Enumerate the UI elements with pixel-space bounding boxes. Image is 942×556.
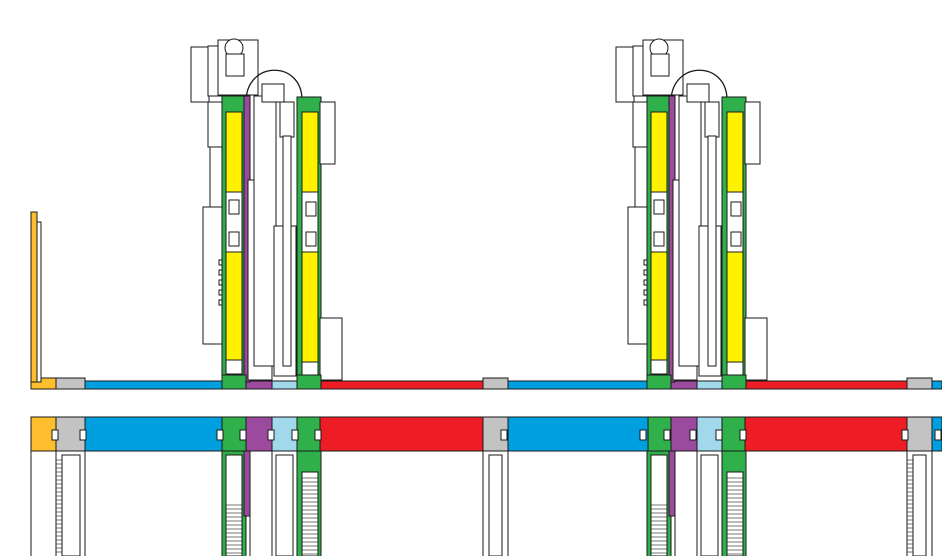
mast-window-detail [730, 231, 742, 247]
frame-rail [707, 135, 717, 367]
side-bracket [634, 146, 648, 208]
upper-band-segment-light_blue [271, 380, 298, 390]
lower-column [30, 450, 57, 556]
mast-window-detail [653, 199, 665, 215]
lower-white-inner [275, 454, 294, 556]
mast-base-window [726, 361, 744, 377]
lower-band-segment-blue [84, 416, 223, 452]
lower-column-inner [488, 454, 503, 556]
band-notch [239, 429, 247, 441]
band-notch [291, 429, 299, 441]
lower-structure [30, 450, 933, 556]
cable-arc [245, 69, 303, 103]
lower-white-column [674, 450, 698, 556]
frame-block [704, 101, 720, 138]
orange-post [30, 211, 38, 383]
mast-base-window [225, 359, 243, 375]
band-notch [314, 429, 322, 441]
band-notch [79, 429, 87, 441]
orange-pillar-cap [30, 377, 57, 390]
side-bracket [209, 146, 223, 208]
lower-white-inner [700, 454, 719, 556]
mast-window-detail [228, 199, 240, 215]
mast-base-window [650, 359, 668, 375]
inner-column [253, 95, 277, 367]
upper-band-segment-blue [507, 380, 649, 390]
upper-band-segment-light_blue [696, 380, 723, 390]
right-assembly [615, 38, 768, 556]
side-bracket [207, 101, 223, 148]
band-notch [500, 429, 508, 441]
band-notch [216, 429, 224, 441]
right-panel [319, 317, 343, 381]
mast-window-detail [730, 201, 742, 217]
band-notch [639, 429, 647, 441]
mast-band-joint [721, 374, 747, 390]
band-notch [934, 429, 942, 441]
lower-column-inner [912, 454, 927, 556]
upper-band-segment-red [744, 380, 908, 390]
lower-purple-channel [668, 450, 676, 517]
gray-pillar-cap [482, 377, 509, 390]
right-panel [744, 317, 768, 381]
lower-band-segment-gray [906, 416, 933, 452]
band-notch [689, 429, 697, 441]
right-bracket [319, 101, 336, 165]
mast-window-detail [305, 231, 317, 247]
lower-green-inner [225, 454, 243, 556]
band-notch [267, 429, 275, 441]
upper-band-segment-blue [931, 380, 942, 390]
mast-band-joint [221, 374, 247, 390]
left-post [30, 211, 42, 383]
lower-purple-channel [243, 450, 251, 517]
band-notch [739, 429, 747, 441]
head-block [615, 46, 635, 103]
head-block [190, 46, 210, 103]
lower-white-column [249, 450, 273, 556]
band-notch [51, 429, 59, 441]
mast-window-detail [653, 231, 665, 247]
lower-column-inner [61, 454, 81, 556]
side-bracket [632, 101, 648, 148]
mast-band-joint [646, 374, 672, 390]
gray-pillar-cap [55, 377, 86, 390]
mast-window-detail [228, 231, 240, 247]
upper-band-segment-red [319, 380, 484, 390]
mast-window-detail [305, 201, 317, 217]
band-notch [901, 429, 909, 441]
mast-band-joint [296, 374, 322, 390]
frame-top [686, 83, 710, 103]
gray-pillar-cap [906, 377, 933, 390]
lower-band-segment-red [744, 416, 908, 452]
lower-band-segment-red [319, 416, 484, 452]
head-roller-mount [225, 53, 245, 77]
right-bracket [744, 101, 761, 165]
upper-band-segment-blue [84, 380, 223, 390]
band-notch [663, 429, 671, 441]
inner-column [678, 95, 702, 367]
frame-top [261, 83, 285, 103]
lower-green-inner [650, 454, 668, 556]
orange-post-trim [36, 221, 42, 383]
mast-base-window [301, 361, 319, 377]
frame-rail [282, 135, 292, 367]
lower-band-segment-blue [507, 416, 649, 452]
left-assembly [190, 38, 343, 556]
head-roller-mount [650, 53, 670, 77]
frame-block [279, 101, 295, 138]
bands [30, 377, 942, 452]
band-notch [715, 429, 723, 441]
cable-arc [670, 69, 728, 103]
